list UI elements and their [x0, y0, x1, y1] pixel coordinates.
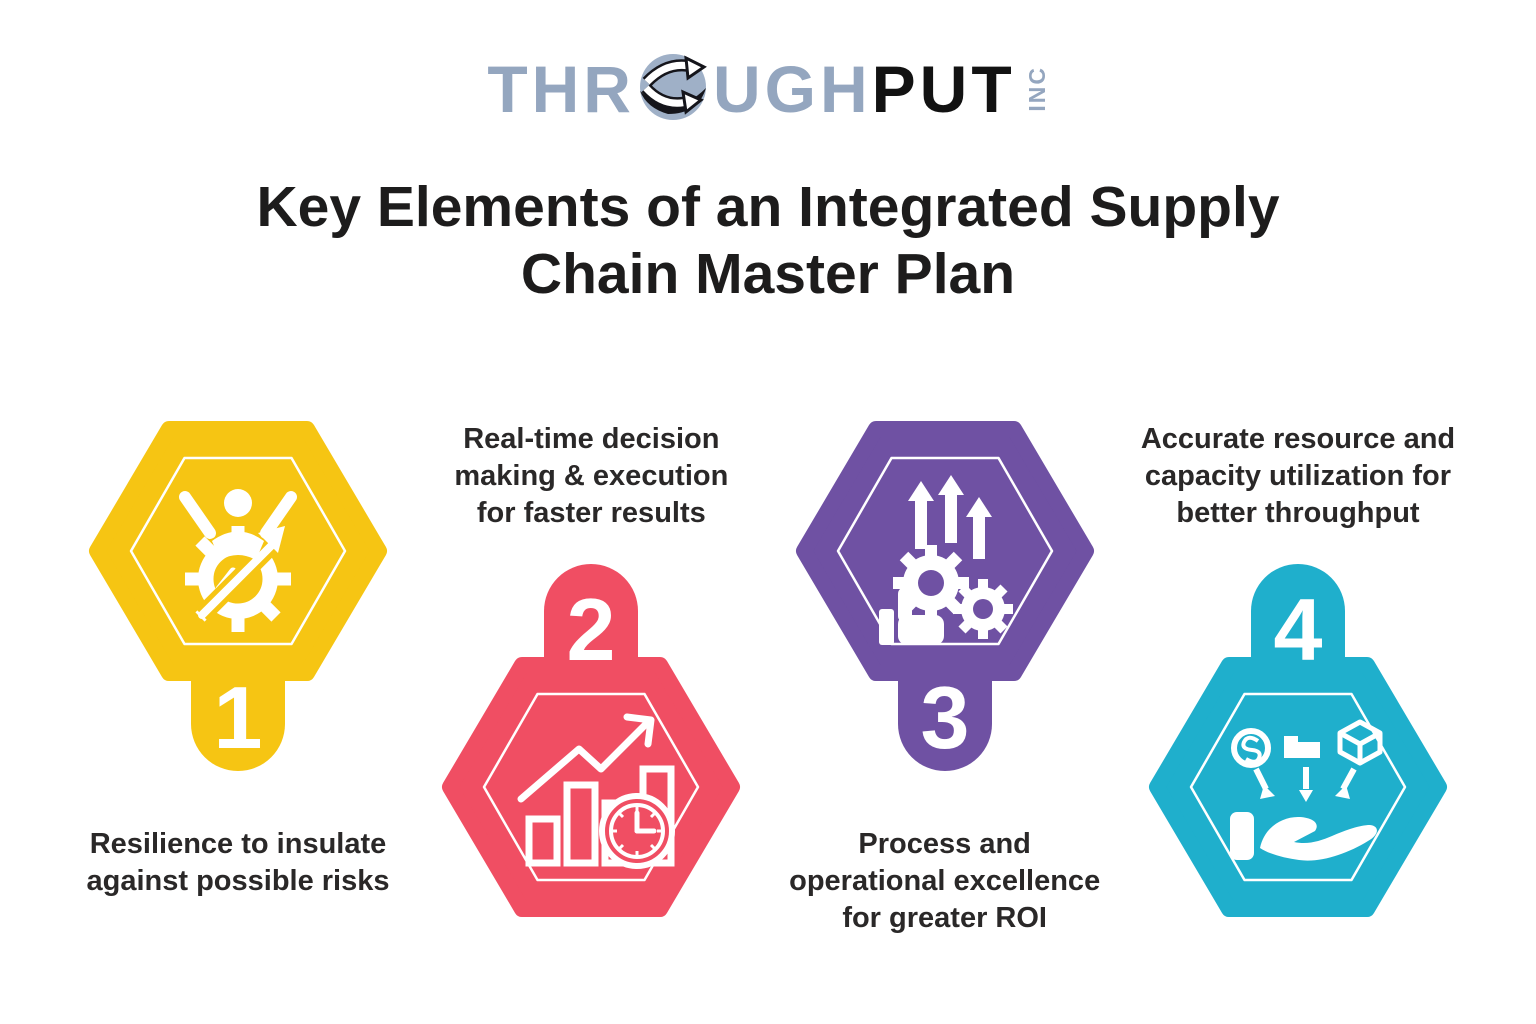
logo-text-put: PUT: [871, 52, 1016, 126]
step-3-inner-hexagon-outline: [836, 456, 1053, 645]
step-3-number: 3: [920, 668, 969, 767]
step-3-badge: 3: [795, 420, 1094, 771]
step-4-badge: 4: [1148, 563, 1447, 917]
realtime-chart-clock-icon: [517, 713, 676, 869]
step-2-column: Real-time decision making & execution fo…: [417, 421, 765, 917]
step-1-inner-hexagon-outline: [129, 456, 347, 645]
step-4-column: Accurate resource and capacity utilizati…: [1124, 421, 1472, 917]
resilience-gear-person-icon: [179, 488, 297, 632]
step-1-column: 1 Resilience to insulate against possibl…: [64, 420, 412, 900]
page-title-line2: Chain Master Plan: [520, 242, 1016, 307]
step-3-column: 3 Process and operational excellence for…: [771, 420, 1119, 937]
step-2-inner-hexagon-outline: [483, 692, 700, 882]
throughput-globe-icon: [639, 54, 707, 120]
step-4-hexagon: [1148, 656, 1447, 917]
step-1-number: 1: [214, 668, 263, 767]
step-2-caption: Real-time decision making & execution fo…: [454, 422, 729, 529]
resources-in-hand-icon: [1229, 719, 1383, 861]
page-title: Key Elements of an Integrated Supply Cha…: [0, 174, 1536, 309]
steps-row: 1 Resilience to insulate against possibl…: [0, 420, 1536, 937]
step-4-caption: Accurate resource and capacity utilizati…: [1140, 422, 1456, 529]
page-title-line1: Key Elements of an Integrated Supply: [256, 175, 1280, 239]
step-3-hexagon: [795, 420, 1094, 681]
logo-text-thr: THR: [487, 52, 635, 126]
step-3-caption: Process and operational excellence for g…: [789, 827, 1101, 934]
throughput-logo: THR UGH PUT INC: [0, 0, 1536, 132]
step-1-badge: 1: [89, 420, 387, 771]
logo-text-inc: INC: [1023, 66, 1050, 112]
logo-text-ugh: UGH: [712, 52, 872, 126]
gears-thumbs-up-arrows-icon: [878, 474, 1013, 645]
step-4-number: 4: [1274, 580, 1323, 679]
step-4-inner-hexagon-outline: [1189, 692, 1407, 882]
step-1-caption: Resilience to insulate against possible …: [86, 827, 390, 897]
step-2-badge: 2: [442, 563, 741, 917]
step-2-number: 2: [567, 580, 616, 679]
